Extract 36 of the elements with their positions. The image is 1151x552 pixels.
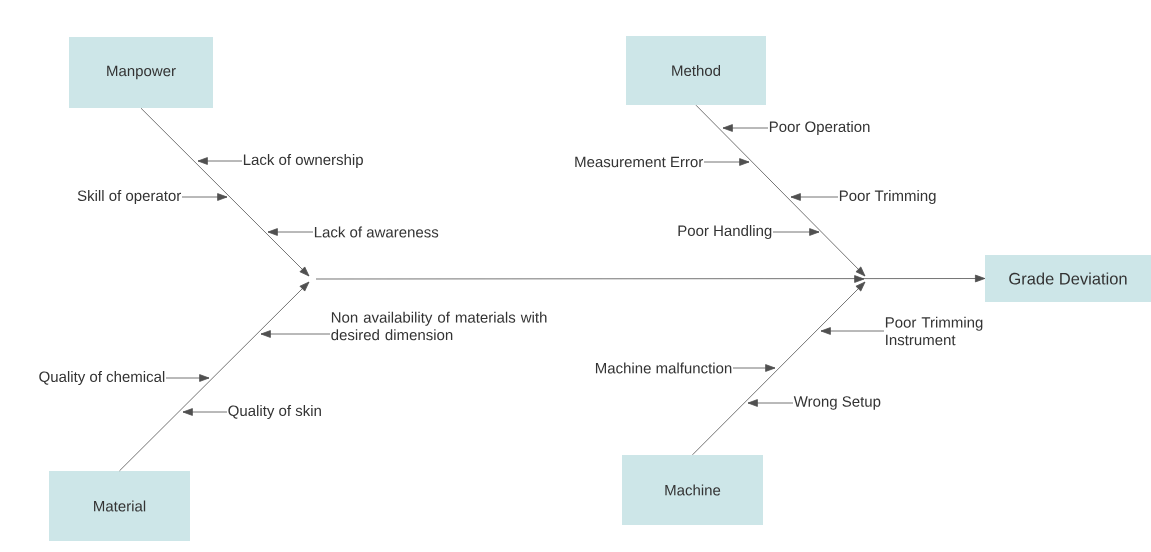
cause-label: Machine malfunction bbox=[595, 362, 732, 374]
arrow bbox=[732, 364, 776, 372]
category-box: Manpower bbox=[69, 37, 213, 108]
cause-label: Measurement Error bbox=[575, 156, 703, 168]
bone-line bbox=[140, 107, 310, 277]
category-box: Method bbox=[626, 36, 766, 105]
cause-label: Poor Handling bbox=[678, 225, 772, 239]
cause-label: Non availability of materials with desired dimension bbox=[331, 311, 547, 341]
arrow bbox=[165, 374, 210, 382]
category-box: Material bbox=[49, 471, 190, 541]
arrow bbox=[772, 228, 820, 236]
arrow bbox=[182, 408, 228, 416]
category-box: Machine bbox=[622, 455, 763, 525]
bone-line bbox=[695, 104, 866, 277]
cause-label: Lack of awareness bbox=[314, 226, 439, 238]
arrow bbox=[267, 228, 314, 236]
arrow bbox=[790, 193, 839, 201]
arrow bbox=[747, 399, 794, 407]
arrow bbox=[260, 330, 331, 338]
cause-label: Poor Trimming bbox=[839, 190, 936, 204]
arrow bbox=[820, 327, 885, 335]
bone-line bbox=[119, 281, 310, 472]
cause-label: Quality of skin bbox=[228, 405, 321, 419]
spine-arrow bbox=[315, 274, 986, 283]
cause-label: Poor Trimming Instrument bbox=[885, 316, 983, 346]
cause-label: Lack of ownership bbox=[243, 154, 363, 168]
bone-line bbox=[692, 281, 866, 456]
cause-label: Poor Operation bbox=[769, 121, 870, 135]
arrow bbox=[197, 157, 243, 165]
cause-label: Quality of chemical bbox=[39, 371, 165, 385]
effect-box: Grade Deviation bbox=[985, 255, 1151, 302]
cause-label: Wrong Setup bbox=[793, 396, 881, 410]
cause-label: Skill of operator bbox=[77, 190, 181, 204]
arrow bbox=[722, 124, 769, 132]
arrow bbox=[703, 158, 750, 166]
arrow bbox=[181, 193, 228, 201]
